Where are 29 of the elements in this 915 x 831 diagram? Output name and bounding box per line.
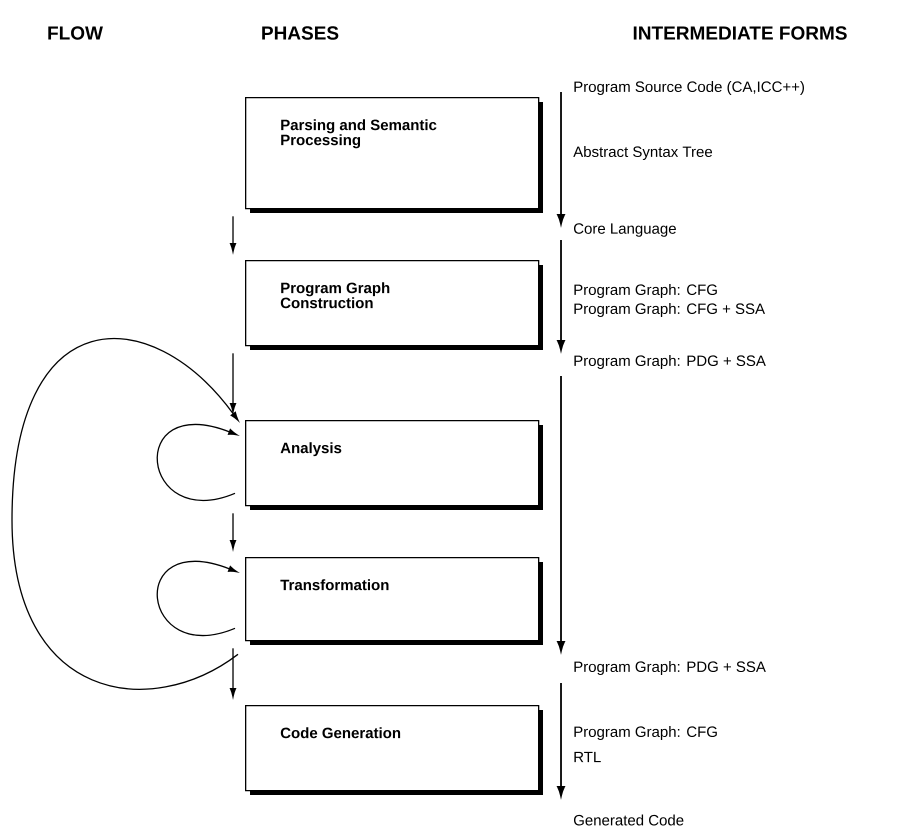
arrow <box>230 353 236 412</box>
form-text: Generated Code <box>574 814 684 826</box>
form-text: Program Graph: CFG <box>574 284 717 298</box>
form-text: RTL <box>574 752 601 762</box>
arrow <box>11 338 239 690</box>
phase-box: Parsing and Semantic Processing <box>245 97 543 213</box>
phase-box: Code Generation <box>245 705 543 796</box>
column-heading: PHASES <box>262 26 338 40</box>
form-text: Program Source Code (CA,ICC++) <box>574 81 804 95</box>
arrow <box>557 376 565 652</box>
arrow <box>230 513 236 550</box>
arrow <box>557 92 565 225</box>
phase-box: Analysis <box>245 420 543 510</box>
form-text: Core Language <box>574 223 676 237</box>
form-text: Program Graph: PDG + SSA <box>574 355 766 369</box>
phase-box: Program Graph Construction <box>245 260 543 350</box>
column-heading: INTERMEDIATE FORMS <box>634 26 847 40</box>
arrow <box>156 424 238 500</box>
arrow <box>557 240 565 351</box>
arrow <box>230 216 236 252</box>
phase-box: Transformation <box>245 557 543 645</box>
arrow <box>156 561 238 636</box>
arrow <box>230 648 236 698</box>
column-heading: FLOW <box>48 26 103 40</box>
form-text: Program Graph: CFG <box>574 726 717 740</box>
form-text: Program Graph: CFG + SSA <box>574 303 766 317</box>
form-text: Abstract Syntax Tree <box>573 146 712 160</box>
arrow <box>557 683 565 797</box>
form-text: Program Graph: PDG + SSA <box>574 661 766 675</box>
